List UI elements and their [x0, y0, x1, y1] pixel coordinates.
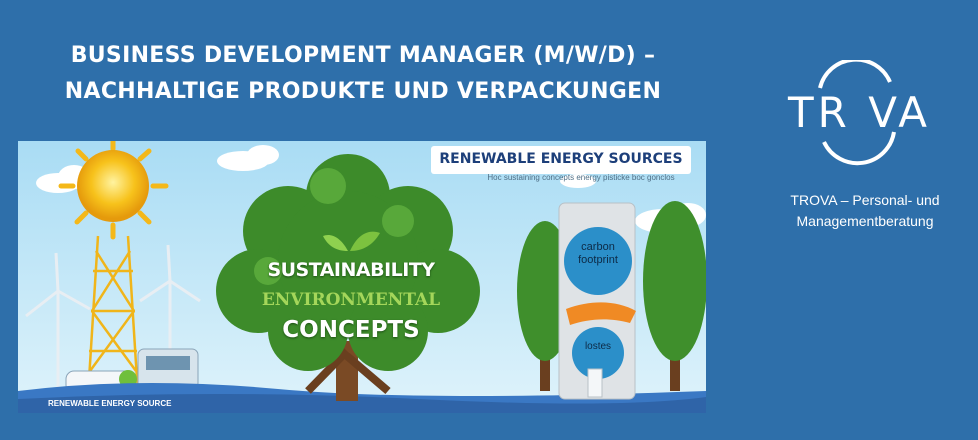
caption-line-2: Managementberatung	[796, 213, 934, 229]
company-caption: TROVA – Personal- und Managementberatung	[770, 190, 960, 232]
logo-ring-icon	[818, 60, 896, 166]
sustainability-title: SUSTAINABILITY	[267, 259, 435, 281]
renewable-badge-text: RENEWABLE ENERGY SOURCES	[439, 151, 683, 167]
environmental-title: ENVIRONMENTAL	[261, 290, 441, 310]
caption-line-1: TROVA – Personal- und	[790, 192, 940, 208]
carbon-label-line-2: footprint	[578, 254, 618, 266]
lower-circle-label: lostes	[584, 341, 612, 352]
carbon-footprint-can	[558, 202, 636, 400]
tree-icon	[216, 154, 480, 401]
headline-line-1: BUSINESS DEVELOPMENT MANAGER (M/W/D) –	[70, 43, 656, 68]
concepts-title: CONCEPTS	[282, 317, 420, 343]
headline-line-2: NACHHALTIGE PRODUKTE UND VERPACKUNGEN	[64, 79, 662, 104]
wind-turbine-icon	[25, 244, 201, 391]
leaf-icon	[323, 231, 380, 251]
renewable-badge	[431, 146, 691, 174]
carbon-label: carbon footprint	[564, 241, 632, 267]
job-headline: BUSINESS DEVELOPMENT MANAGER (M/W/D) – N…	[18, 38, 708, 110]
banner-subtitle: Hoc sustaining concepts energy pisticke …	[487, 173, 675, 182]
trova-logo: TR VA	[780, 60, 950, 180]
banner-footer-label: RENEWABLE ENERGY SOURCE	[48, 399, 172, 408]
sustainability-banner-image: RENEWABLE ENERGY SOURCES Hoc sustaining …	[18, 141, 706, 413]
banner-illustration	[18, 141, 706, 413]
power-pylon-icon	[86, 235, 140, 397]
logo-wordmark: TR VA	[788, 88, 931, 137]
carbon-label-line-1: carbon	[581, 241, 615, 253]
sun-icon	[58, 141, 169, 240]
